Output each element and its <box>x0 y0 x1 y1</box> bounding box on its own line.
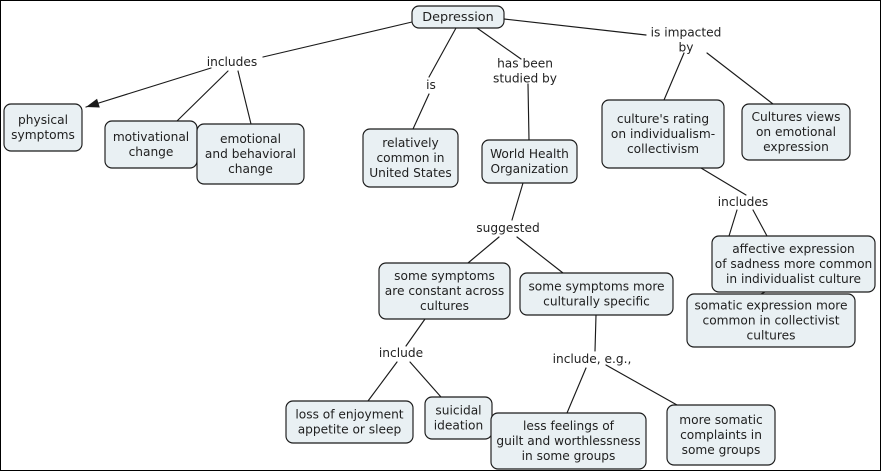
edge-include-to-loss-of-enjoyment <box>367 361 398 402</box>
edge-depression-to-studied-by <box>476 27 522 60</box>
edge-is-to-relatively-common <box>412 93 430 130</box>
link-label-include-eg: include, e.g., <box>553 352 632 366</box>
edge-includes-to-motivational-change <box>176 70 229 122</box>
edge-impacted-to-culture-rating <box>663 52 685 101</box>
link-label-includes-top: includes <box>207 55 258 69</box>
edge-depression-to-is <box>428 27 457 78</box>
edge-suggested-to-constant <box>467 236 500 264</box>
edge-includes-to-affective-expression <box>728 209 738 237</box>
arrowhead-icon <box>86 98 100 108</box>
edge-include-eg-to-more-somatic <box>605 364 678 406</box>
edge-impacted-to-cultures-views <box>706 52 774 105</box>
edge-depression-to-includes <box>262 21 413 58</box>
link-label-suggested: suggested <box>476 221 539 235</box>
edge-who-to-suggested <box>511 182 524 221</box>
node-depression[interactable]: Depression <box>411 5 505 29</box>
edge-includes-to-somatic-expression <box>752 209 768 237</box>
edge-studied-by-to-who <box>527 83 530 141</box>
edge-includes-to-physical-symptoms <box>85 67 212 108</box>
edge-culture-rating-to-includes <box>700 167 747 196</box>
link-label-is: is <box>426 78 436 92</box>
edge-specific-to-include-eg <box>594 314 597 352</box>
edge-include-eg-to-less-feelings <box>566 367 587 414</box>
edge-suggested-to-specific <box>516 236 564 274</box>
edge-include-to-suicidal-ideation <box>409 361 442 398</box>
edge-depression-to-is-impacted-by <box>503 18 647 36</box>
link-label-includes-right: includes <box>718 195 769 209</box>
edge-constant-to-include <box>405 318 426 347</box>
edges-layer <box>85 18 774 414</box>
edge-includes-to-emotional-change <box>237 70 252 125</box>
node-label: Depression <box>422 10 494 25</box>
link-label-include: include <box>379 346 423 360</box>
